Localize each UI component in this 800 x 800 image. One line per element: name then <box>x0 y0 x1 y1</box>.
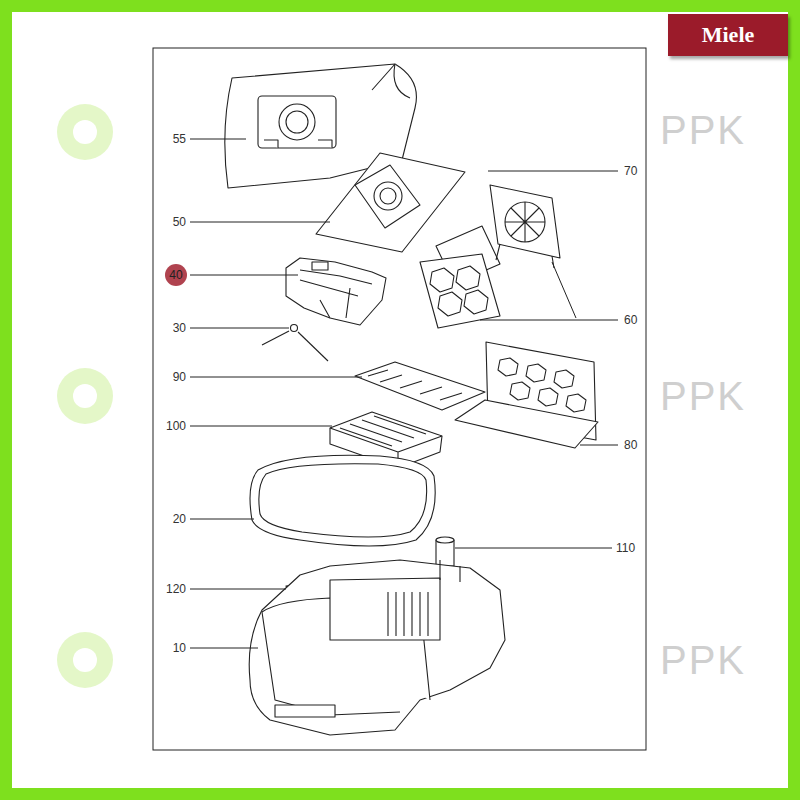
watermark: PPK <box>660 638 746 682</box>
callout-number: 50 <box>173 215 186 229</box>
callout-number: 60 <box>624 313 637 327</box>
highlighted-callout: 40 <box>165 264 187 286</box>
brand-logo: Miele <box>668 14 788 56</box>
callout-number: 90 <box>173 370 186 384</box>
callout-number: 70 <box>624 164 637 178</box>
callout-number: 120 <box>166 582 186 596</box>
callout-number: 30 <box>173 321 186 335</box>
callout-number: 20 <box>173 512 186 526</box>
callout-number: 110 <box>616 541 635 555</box>
callout-number: 55 <box>173 132 186 146</box>
callout-number: 40 <box>169 268 182 282</box>
watermark: PPK <box>660 108 746 152</box>
callout-number: 100 <box>166 419 186 433</box>
callout-number: 80 <box>624 438 637 452</box>
callout-number: 10 <box>173 641 186 655</box>
watermark: PPK <box>660 374 746 418</box>
brand-name: Miele <box>702 22 755 48</box>
